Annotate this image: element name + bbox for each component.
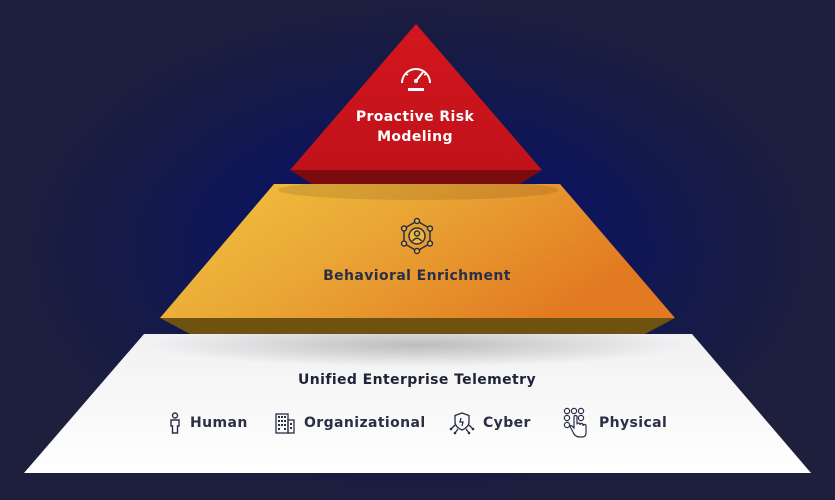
speedometer-icon <box>401 68 431 91</box>
category-cyber: Cyber <box>449 409 531 437</box>
top-tier-bottom-face <box>290 170 542 184</box>
category-cyber-label: Cyber <box>483 415 531 431</box>
top-tier-label-line-1: Proactive Risk <box>355 109 475 125</box>
middle-tier-bottom-face <box>160 318 675 334</box>
category-physical-label: Physical <box>599 415 668 431</box>
category-human-label: Human <box>190 415 248 431</box>
user-network-icon <box>400 217 434 255</box>
top-tier-label: Proactive Risk Modeling <box>315 107 515 147</box>
category-organizational-label: Organizational <box>304 415 426 431</box>
shield-circuit-icon <box>449 412 475 435</box>
top-tier <box>290 24 542 170</box>
touch-grid-icon <box>563 407 587 438</box>
top-tier-label-line-2: Modeling <box>377 129 453 145</box>
middle-tier-shadow <box>278 180 558 200</box>
category-organizational: Organizational <box>274 409 426 437</box>
category-physical: Physical <box>563 405 667 441</box>
middle-tier-label: Behavioral Enrichment <box>323 268 511 284</box>
person-icon <box>170 412 180 434</box>
base-tier-label: Unified Enterprise Telemetry <box>298 372 536 388</box>
building-icon <box>275 413 295 434</box>
base-tier <box>24 334 811 473</box>
category-human: Human <box>168 409 248 437</box>
